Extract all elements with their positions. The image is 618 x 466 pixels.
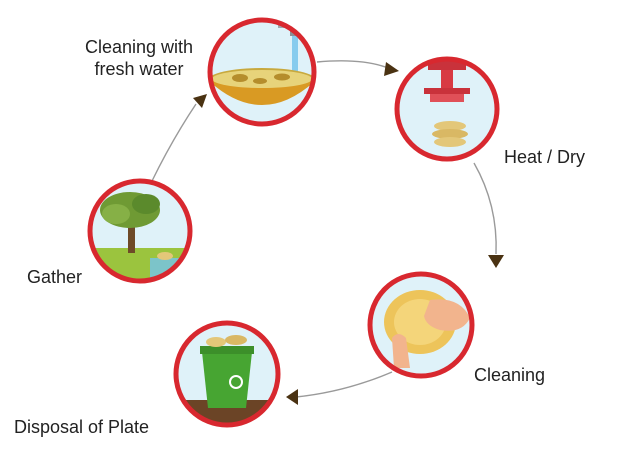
arrow-heads [193, 62, 504, 405]
arrowhead-4 [193, 94, 207, 108]
step-cleaning-water [207, 17, 317, 127]
label-heat-dry: Heat / Dry [504, 147, 586, 167]
arrowhead-1 [384, 62, 399, 76]
label-cleaning: Cleaning [474, 365, 546, 385]
step-gather [87, 178, 193, 284]
label-disposal: Disposal of Plate [14, 417, 150, 437]
arrow-heat-to-cleaning [473, 162, 497, 255]
cycle-connectors [151, 60, 497, 398]
arrowhead-2 [488, 255, 504, 268]
arrow-water-to-heat [316, 60, 389, 69]
label-cleaning-water: Cleaning with fresh water [84, 37, 194, 79]
hand-cleaning-plate-icon [384, 290, 470, 368]
arrowhead-3 [286, 389, 298, 405]
arrow-gather-to-water [151, 103, 197, 182]
step-disposal [173, 320, 281, 428]
press-dryer-icon [424, 60, 470, 147]
label-gather: Gather [27, 267, 83, 287]
step-cleaning [367, 271, 475, 379]
step-heat-dry [394, 56, 500, 162]
arrow-cleaning-to-disposal [295, 371, 393, 398]
